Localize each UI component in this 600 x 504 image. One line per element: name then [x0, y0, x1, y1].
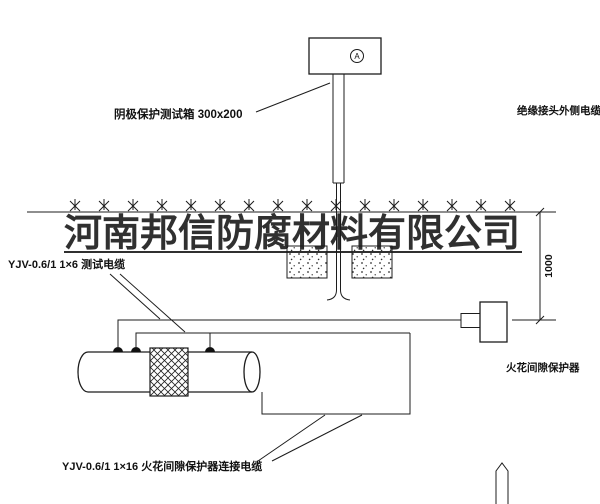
weld-point-1 [113, 347, 123, 352]
spark-gap-label: 火花间隙保护器 [506, 361, 580, 374]
watermark-text: 河南邦信防腐材料有限公司 [64, 210, 520, 255]
meter-letter: A [354, 52, 360, 61]
cable-spark-gap-connection [261, 333, 411, 415]
meter-circle-icon [350, 49, 364, 63]
ground-line [27, 198, 538, 213]
spark-gap-body [479, 301, 508, 343]
bottom-cable-label: YJV-0.6/1 1×16 火花间隙保护器连接电缆 [62, 459, 262, 473]
pipe-right [188, 351, 252, 393]
cable-test-2 [135, 332, 410, 347]
watermark: 河南邦信防腐材料有限公司 [64, 210, 522, 255]
annotation-labels: 阴极保护测试箱 300x200 绝缘接头外侧电缆 YJV-0.6/1 1×6 测… [8, 82, 600, 473]
test-box: A [308, 37, 382, 75]
conduit-upper [332, 74, 345, 184]
weld-point-2 [131, 347, 141, 352]
conduit-hooks [326, 289, 351, 301]
pipe-assembly [77, 347, 261, 397]
dimension-1000: 1000 [512, 207, 556, 325]
test-box-outline [308, 37, 382, 75]
spark-gap-protector [460, 301, 508, 343]
insulating-joint [149, 347, 189, 397]
conduit-pole [326, 74, 351, 301]
pipe-left-endcap [77, 351, 89, 393]
right-cable-label: 绝缘接头外侧电缆 [517, 104, 600, 117]
pipe-left [88, 351, 150, 393]
pipe-right-endcap [243, 351, 261, 393]
cable-test-1 [117, 319, 461, 347]
test-cable-label: YJV-0.6/1 1×6 测试电缆 [8, 257, 125, 271]
spark-gap-stem [460, 313, 481, 328]
test-box-leader [255, 82, 331, 113]
ground-rod-symbol [495, 462, 509, 504]
test-cable-leader-2 [119, 273, 186, 333]
weld-point-3 [205, 347, 215, 352]
cables [117, 319, 461, 415]
test-cable-leader-1 [109, 273, 161, 320]
bottom-cable-leader-2 [271, 414, 363, 462]
test-box-label: 阴极保护测试箱 300x200 [114, 107, 242, 121]
dimension-text: 1000 [543, 254, 555, 278]
bottom-cable-leader-1 [257, 414, 326, 462]
dimension-ticks [535, 207, 545, 325]
